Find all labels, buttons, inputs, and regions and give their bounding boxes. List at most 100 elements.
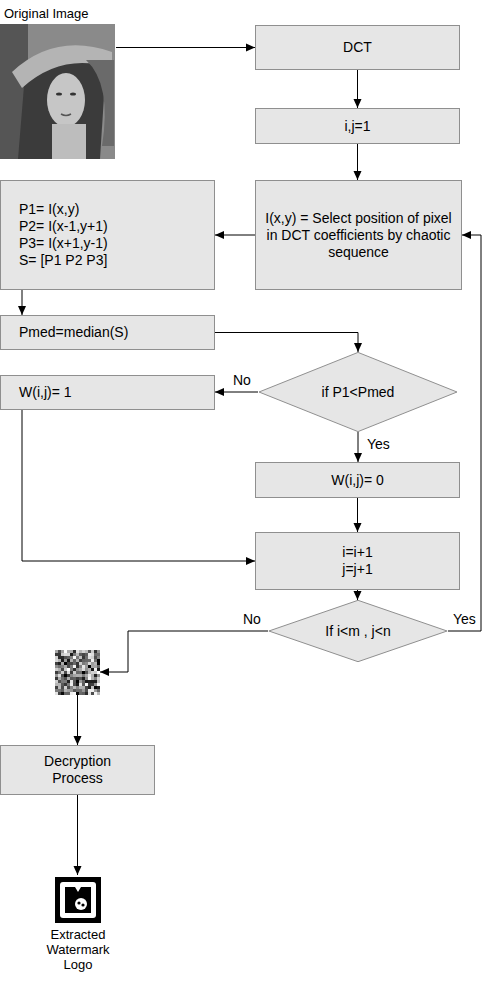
noise-pixel: [82, 656, 85, 659]
process-box: W(i,j)= 0: [255, 462, 460, 498]
arrow-head: [215, 231, 224, 239]
noise-pixel: [88, 656, 91, 659]
noise-pixel: [58, 692, 61, 695]
noise-pixel: [82, 653, 85, 656]
noise-pixel: [76, 683, 79, 686]
noise-pixel: [91, 662, 94, 665]
noise-pixel: [58, 668, 61, 671]
noise-pixel: [67, 686, 70, 689]
noise-pixel: [94, 665, 97, 668]
noise-pixel: [55, 665, 58, 668]
noise-pixel: [88, 671, 91, 674]
noise-pixel: [67, 653, 70, 656]
noise-pixel: [61, 656, 64, 659]
noise-pixel: [94, 650, 97, 653]
edge-label: No: [242, 611, 262, 627]
noise-pixel: [67, 656, 70, 659]
noise-pixel: [55, 686, 58, 689]
noise-pixel: [88, 683, 91, 686]
node-text: P1= I(x,y): [19, 201, 79, 218]
watermark-logo: [55, 877, 101, 923]
noise-pixel: [76, 674, 79, 677]
noise-pixel: [61, 662, 64, 665]
noise-pixel: [76, 653, 79, 656]
noise-pixel: [97, 680, 100, 683]
noise-pixel: [79, 665, 82, 668]
noise-pixel: [76, 671, 79, 674]
noise-pixel: [61, 650, 64, 653]
noise-pixel: [73, 668, 76, 671]
noise-pixel: [91, 680, 94, 683]
flow-line: [78, 631, 269, 745]
noise-pixel: [55, 662, 58, 665]
noise-pixel: [67, 674, 70, 677]
noise-pixel: [94, 683, 97, 686]
noise-pixel: [70, 692, 73, 695]
noise-pixel: [70, 653, 73, 656]
node-text: i,j=1: [344, 118, 370, 135]
noise-pixel: [61, 677, 64, 680]
arrow-head: [354, 523, 362, 532]
noise-pixel: [73, 650, 76, 653]
noise-pixel: [73, 674, 76, 677]
noise-pixel: [94, 662, 97, 665]
noise-pixel: [91, 692, 94, 695]
noise-pixel: [70, 680, 73, 683]
noise-pixel: [79, 668, 82, 671]
noise-pixel: [70, 671, 73, 674]
noise-pixel: [55, 650, 58, 653]
diamond-shape: [269, 600, 447, 661]
noise-pixel: [94, 668, 97, 671]
arrow-head: [354, 453, 362, 462]
noise-pixel: [73, 692, 76, 695]
noise-pixel: [97, 689, 100, 692]
noise-pixel: [73, 671, 76, 674]
noise-pixel: [79, 653, 82, 656]
noise-pixel: [76, 689, 79, 692]
flow-arrow: [116, 44, 255, 52]
noise-pixel: [91, 659, 94, 662]
noise-pixel: [94, 653, 97, 656]
noise-pixel: [79, 650, 82, 653]
logo-inner: [60, 882, 96, 918]
noise-pixel: [94, 659, 97, 662]
noise-pixel: [64, 689, 67, 692]
process-box: W(i,j)= 1: [0, 375, 215, 410]
noise-pixel: [85, 689, 88, 692]
noise-pixel: [91, 656, 94, 659]
noise-pixel: [73, 677, 76, 680]
flow-arrow: [215, 231, 255, 239]
noise-pixel: [91, 668, 94, 671]
noise-pixel: [55, 671, 58, 674]
noise-pixel: [88, 662, 91, 665]
noise-pixel: [55, 677, 58, 680]
noise-pixel: [97, 650, 100, 653]
noise-pixel: [73, 653, 76, 656]
noise-pixel: [61, 686, 64, 689]
noise-pixel: [85, 677, 88, 680]
noise-pixel: [94, 680, 97, 683]
node-text: P2= I(x-1,y+1): [19, 218, 108, 235]
noise-pixel: [67, 683, 70, 686]
noise-pixel: [82, 674, 85, 677]
noise-pixel: [67, 650, 70, 653]
noise-pixel: [79, 674, 82, 677]
noise-pixel: [58, 653, 61, 656]
noise-pixel: [79, 680, 82, 683]
noise-pixel: [61, 689, 64, 692]
noise-pixel: [70, 656, 73, 659]
noise-pixel: [55, 656, 58, 659]
noise-pixel: [82, 662, 85, 665]
noise-pixel: [76, 662, 79, 665]
noise-pixel: [58, 659, 61, 662]
flow-arrow: [74, 795, 82, 875]
noise-pixel: [73, 665, 76, 668]
noise-pixel: [97, 692, 100, 695]
noise-pixel: [64, 653, 67, 656]
noise-pixel: [76, 668, 79, 671]
logo-flower-dot: [81, 903, 84, 906]
noise-pixel: [67, 692, 70, 695]
noise-pixel: [61, 680, 64, 683]
flow-line: [215, 333, 358, 353]
noise-pixel: [73, 686, 76, 689]
